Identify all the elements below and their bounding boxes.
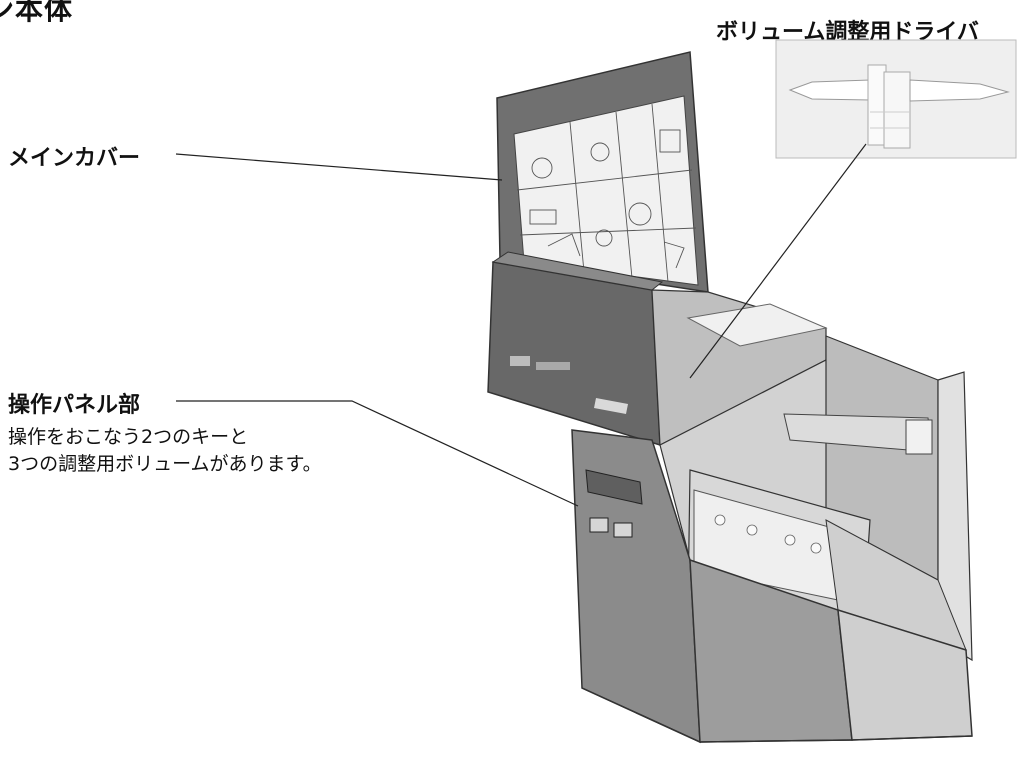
chassis <box>651 289 973 662</box>
operation-panel-leader-line <box>176 400 579 507</box>
main-cover-label: メインカバー <box>8 146 141 171</box>
upper-housing <box>487 251 664 447</box>
operation-panel-description: 操作をおこなう2つのキーと 3つの調整用ボリュームがあります。 <box>8 424 322 478</box>
operation-panel-description-line-1: 操作をおこなう2つのキーと <box>8 426 249 448</box>
operation-panel <box>585 469 643 538</box>
operation-panel-label: 操作パネル部 <box>8 393 141 418</box>
panel-key-2 <box>613 522 633 538</box>
main-cover-leader-line <box>175 153 503 181</box>
panel-key-1 <box>589 517 609 533</box>
lower-body <box>571 429 973 744</box>
screwdriver-photo <box>775 39 1017 159</box>
section-heading: ン本体 <box>0 0 74 26</box>
operation-panel-description-line-2: 3つの調整用ボリュームがあります。 <box>8 453 322 475</box>
driver-leader-line <box>689 143 867 379</box>
main-cover <box>496 51 709 293</box>
